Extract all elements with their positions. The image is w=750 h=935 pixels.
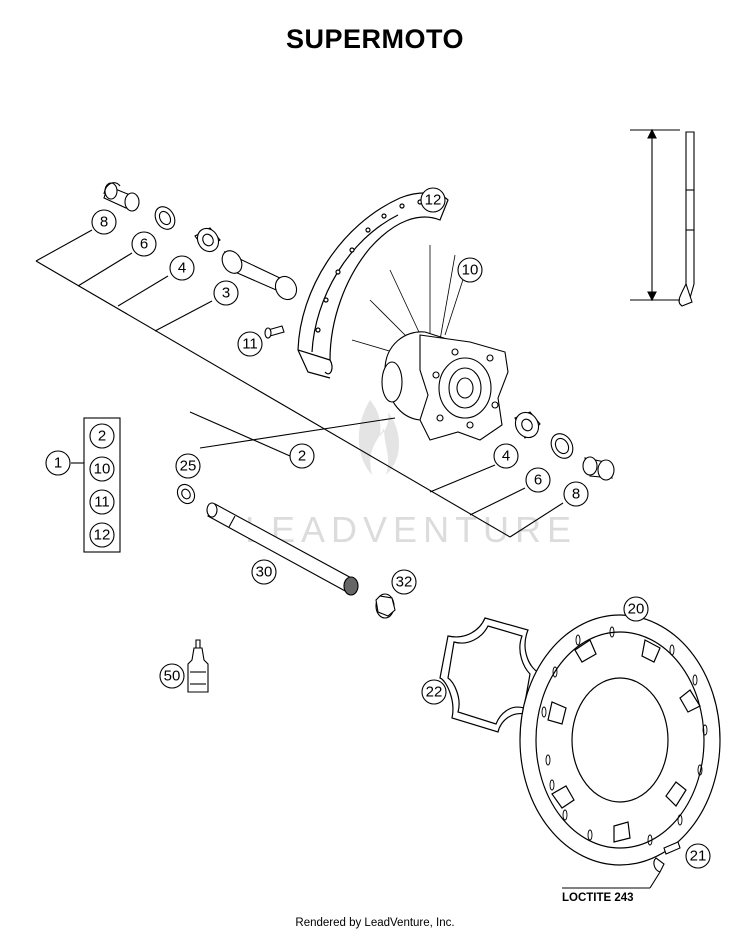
leader-lines-left (35, 229, 564, 538)
callout-30-axle: 30 (251, 559, 277, 585)
svg-text:10: 10 (462, 262, 479, 279)
callout-kit-2: 2 (89, 423, 115, 449)
svg-text:8: 8 (100, 214, 108, 231)
svg-text:10: 10 (94, 461, 111, 478)
part-6-seal-right (550, 433, 574, 459)
svg-text:12: 12 (94, 527, 111, 544)
watermark: LEADVENTURE (245, 400, 577, 550)
svg-text:6: 6 (140, 236, 148, 253)
svg-text:1: 1 (54, 455, 62, 472)
callout-22-carrier: 22 (421, 679, 447, 705)
svg-text:12: 12 (425, 192, 442, 209)
svg-text:20: 20 (628, 601, 645, 618)
part-50-loctite-bottle (187, 639, 209, 693)
svg-text:2: 2 (298, 448, 306, 465)
page-title: SUPERMOTO (285, 24, 465, 54)
svg-text:8: 8 (572, 486, 580, 503)
callout-20-disc: 20 (623, 596, 649, 622)
svg-text:25: 25 (180, 458, 197, 475)
svg-text:50: 50 (164, 668, 181, 685)
callout-6-right: 6 (525, 467, 551, 493)
callout-kit-12: 12 (89, 522, 115, 548)
svg-text:32: 32 (396, 574, 413, 591)
callout-12-rim: 12 (420, 187, 446, 213)
watermark-text: LEADVENTURE (245, 509, 577, 550)
part-2-hub (381, 331, 509, 441)
part-8-spacer-right (582, 456, 615, 481)
loctite-note: LOCTITE 243 (562, 892, 634, 904)
svg-text:22: 22 (426, 684, 443, 701)
callout-6-top: 6 (131, 231, 157, 257)
spoke-detail (630, 128, 695, 307)
callout-32-nut: 32 (391, 569, 417, 595)
part-30-axle (206, 502, 359, 596)
svg-text:4: 4 (502, 448, 510, 465)
callout-8-top: 8 (91, 209, 117, 235)
callout-kit-10: 10 (89, 456, 115, 482)
svg-text:4: 4 (178, 260, 186, 277)
kit-bracket (71, 417, 121, 553)
svg-text:2: 2 (98, 428, 106, 445)
part-8-spacer-top (103, 182, 140, 212)
footer-credit: Rendered by LeadVenture, Inc. (295, 917, 455, 929)
svg-text:11: 11 (94, 494, 110, 511)
callout-10-spokes: 10 (457, 257, 483, 283)
part-3-spacer-tube (221, 250, 298, 301)
part-22-disc-carrier (439, 617, 539, 733)
callout-kit-11: 11 (89, 489, 115, 515)
callout-25-seal: 25 (175, 453, 201, 479)
callout-50-loctite: 50 (159, 663, 185, 689)
part-4-bearing-right (514, 411, 541, 439)
part-21-disc-screw (562, 841, 681, 889)
part-25-seal (176, 483, 196, 505)
svg-text:30: 30 (256, 564, 273, 581)
part-6-seal-top (154, 206, 176, 230)
part-32-axle-nut (375, 593, 396, 619)
callout-11-nipple: 11 (237, 331, 263, 357)
callout-1-kit: 1 (45, 450, 71, 476)
svg-text:3: 3 (222, 285, 230, 302)
part-11-spoke-nipple (264, 325, 285, 339)
svg-text:6: 6 (534, 472, 542, 489)
part-4-bearing-top (194, 227, 221, 253)
part-20-brake-disc (519, 614, 721, 866)
callout-4-top: 4 (169, 255, 195, 281)
callout-4-right: 4 (493, 443, 519, 469)
callout-8-right: 8 (563, 481, 589, 507)
svg-text:21: 21 (690, 848, 707, 865)
callout-3: 3 (213, 280, 239, 306)
callout-2-hub: 2 (289, 443, 315, 469)
callout-21-screw: 21 (685, 843, 711, 869)
svg-text:11: 11 (242, 336, 258, 353)
